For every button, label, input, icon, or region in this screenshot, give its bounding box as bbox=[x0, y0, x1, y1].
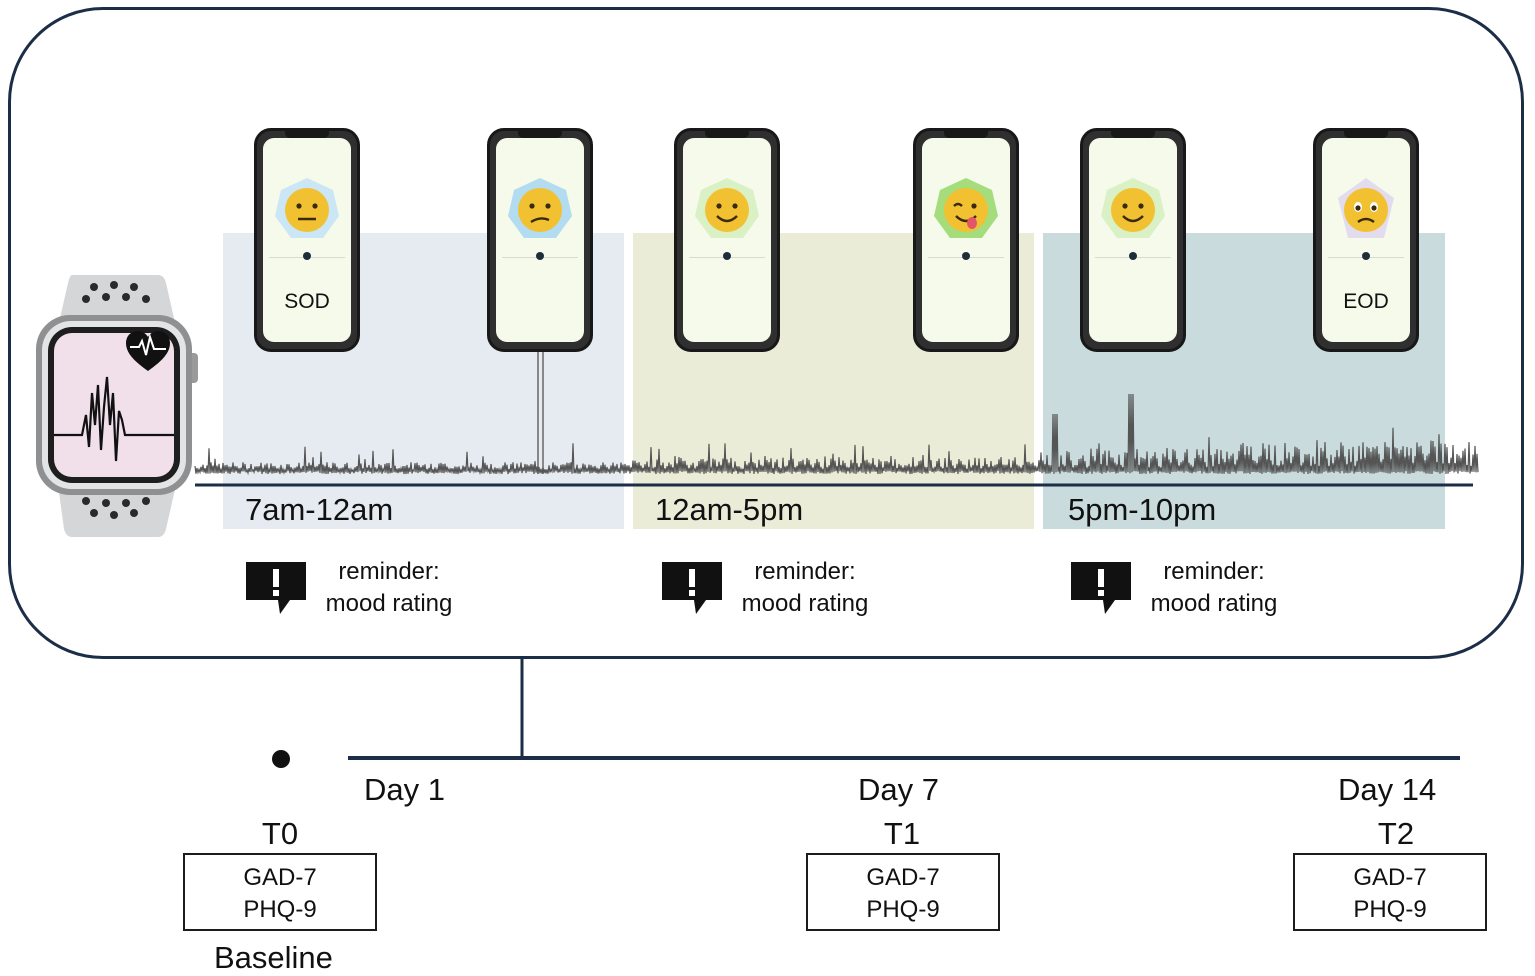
smiling-face-icon bbox=[695, 178, 759, 238]
reminder-line2: mood rating bbox=[741, 590, 869, 617]
phone-screen: EOD bbox=[1322, 138, 1410, 342]
timepoint-t2: T2 bbox=[1377, 816, 1415, 851]
phone-mood-rating-5 bbox=[1080, 128, 1186, 352]
timepoint-t1: T1 bbox=[883, 816, 921, 851]
alert-bubble-icon bbox=[662, 562, 722, 614]
worried-face-icon bbox=[1338, 178, 1394, 238]
day-label-14: Day 14 bbox=[1338, 772, 1437, 807]
phone-mood-rating-3 bbox=[674, 128, 780, 352]
phone-screen bbox=[922, 138, 1010, 342]
questionnaire-phq9: PHQ-9 bbox=[243, 896, 317, 923]
phone-label-eod: EOD bbox=[1343, 290, 1389, 313]
phone-screen: SOD bbox=[263, 138, 351, 342]
questionnaire-phq9: PHQ-9 bbox=[866, 896, 940, 923]
baseline-label: Baseline bbox=[214, 940, 333, 975]
questionnaire-gad7: GAD-7 bbox=[866, 864, 940, 891]
questionnaire-gad7: GAD-7 bbox=[1353, 864, 1427, 891]
alert-bubble-icon bbox=[246, 562, 306, 614]
phone-mood-rating-4 bbox=[913, 128, 1019, 352]
signal-trace bbox=[194, 393, 1479, 476]
phone-mood-rating-6: EOD bbox=[1313, 128, 1419, 352]
questionnaire-box-t2: GAD-7 PHQ-9 bbox=[1293, 853, 1487, 931]
reminder-line2: mood rating bbox=[1150, 590, 1278, 617]
questionnaire-box-t1: GAD-7 PHQ-9 bbox=[806, 853, 1000, 931]
phone-mood-rating-2 bbox=[487, 128, 593, 352]
questionnaire-gad7: GAD-7 bbox=[243, 864, 317, 891]
period-label-evening: 5pm-10pm bbox=[1068, 492, 1217, 527]
smiling-face-icon bbox=[1101, 178, 1165, 238]
alert-bubble-icon bbox=[1071, 562, 1131, 614]
reminder-line1: reminder: bbox=[338, 558, 440, 585]
questionnaire-box-t0: GAD-7 PHQ-9 bbox=[183, 853, 377, 931]
period-label-morning: 7am-12am bbox=[245, 492, 394, 527]
smartwatch-icon bbox=[36, 275, 198, 537]
heart-rate-icon bbox=[126, 331, 170, 371]
daily-schedule-panel bbox=[8, 7, 1524, 659]
reminder-line2: mood rating bbox=[325, 590, 453, 617]
day-label-1: Day 1 bbox=[364, 772, 445, 807]
phone-screen bbox=[1089, 138, 1177, 342]
reminder-line1: reminder: bbox=[1163, 558, 1265, 585]
neutral-face-icon bbox=[275, 178, 339, 238]
tongue-face-icon bbox=[934, 178, 998, 238]
questionnaire-phq9: PHQ-9 bbox=[1353, 896, 1427, 923]
phone-mood-rating-1: SOD bbox=[254, 128, 360, 352]
period-label-afternoon: 12am-5pm bbox=[655, 492, 804, 527]
phone-label-sod: SOD bbox=[284, 290, 330, 313]
confused-face-icon bbox=[508, 178, 572, 238]
reminder-line1: reminder: bbox=[754, 558, 856, 585]
timepoint-t0: T0 bbox=[261, 816, 299, 851]
phone-screen bbox=[683, 138, 771, 342]
day-label-7: Day 7 bbox=[858, 772, 939, 807]
phone-screen bbox=[496, 138, 584, 342]
